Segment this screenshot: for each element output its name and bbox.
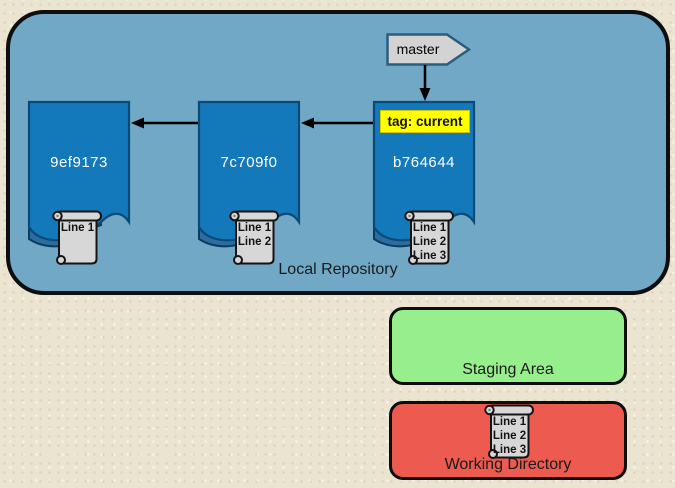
- local-repository-container: 9ef9173 7c709f0 tag: current b764644 mas…: [6, 10, 670, 295]
- file-contents: Line 1 Line 2 Line 3: [410, 221, 449, 263]
- file-line: Line 1: [412, 222, 447, 234]
- file-line: Line 3: [412, 250, 447, 262]
- file-scroll-icon: Line 1 Line 2 Line 3: [479, 403, 536, 461]
- file-contents: Line 1: [58, 221, 97, 235]
- file-line: Line 3: [492, 444, 527, 456]
- staging-area-label: Staging Area: [462, 361, 554, 378]
- file-scroll-icon: Line 1 Line 2 Line 3: [399, 209, 456, 267]
- file-line: Line 1: [60, 222, 95, 234]
- commit-parent-arrow: [301, 117, 373, 129]
- commit-hash: 7c709f0: [220, 154, 278, 171]
- staging-area-container: Staging Area: [389, 307, 627, 385]
- file-line: Line 2: [237, 236, 272, 248]
- file-line: Line 2: [412, 236, 447, 248]
- branch-pointer-arrow: [419, 65, 431, 101]
- file-line: Line 1: [492, 416, 527, 428]
- file-line: Line 1: [237, 222, 272, 234]
- local-repository-label: Local Repository: [278, 261, 398, 278]
- working-directory-label: Working Directory: [444, 456, 572, 473]
- scroll-shape: [484, 404, 534, 459]
- file-line: Line 2: [492, 430, 527, 442]
- branch-name: master: [396, 41, 440, 57]
- commit-hash: 9ef9173: [50, 154, 108, 171]
- branch-flag-shape: [386, 33, 472, 66]
- commit-hash: b764644: [393, 154, 455, 171]
- scroll-shape: [229, 210, 279, 265]
- file-scroll-icon: Line 1 Line 2: [224, 209, 281, 267]
- commit-parent-arrow: [131, 117, 198, 129]
- file-contents: Line 1 Line 2: [235, 221, 274, 249]
- tag-label: tag: current: [380, 110, 470, 133]
- file-contents: Line 1 Line 2 Line 3: [490, 415, 529, 457]
- file-scroll-icon: Line 1: [47, 209, 104, 267]
- branch-flag-master: master: [386, 33, 472, 66]
- scroll-shape: [52, 210, 102, 265]
- working-directory-container: Line 1 Line 2 Line 3 Working Directory: [389, 401, 627, 480]
- scroll-shape: [404, 210, 454, 265]
